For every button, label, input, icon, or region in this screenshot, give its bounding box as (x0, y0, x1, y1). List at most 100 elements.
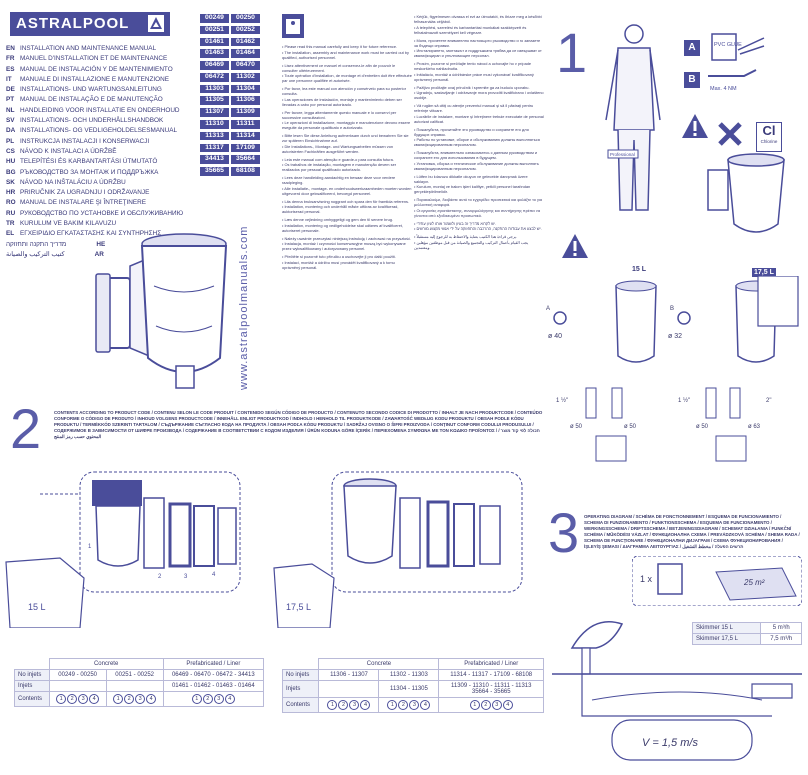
product-code: 00252 (231, 25, 260, 35)
safety-paragraph: • Kérjük, figyelmesen olvassa el ezt az … (414, 14, 542, 24)
glue-label: PVC GLUE (714, 42, 742, 48)
col-prefab: Prefabricated / Liner (438, 658, 544, 670)
part-number-circle: 4 (89, 694, 100, 704)
row-contents: Contents (281, 697, 320, 713)
safety-paragraph: • يرجى قراءة هذا الكتيب بعناية والاحتفاظ… (414, 234, 518, 239)
safety-paragraph: • Toute opération d'installation, de mon… (282, 73, 412, 83)
safety-paragraph: • يجب القيام بأعمال التركيب والتجميع وال… (414, 239, 529, 250)
safety-paragraph: • Моля, прочетете внимателно настоящото … (414, 37, 541, 48)
no-chlorine-cross-icon (718, 122, 742, 146)
part-number-circle: 2 (67, 694, 78, 704)
technician-illustration: Professional (605, 24, 661, 211)
col-concrete: Concrete (318, 658, 440, 670)
part-number-circle: 2 (338, 700, 349, 710)
row-contents: Contents (14, 691, 50, 707)
row-injets: Injets (14, 680, 50, 692)
safety-paragraph: • The installation, assembly and mainten… (282, 49, 409, 60)
d63-label: ø 63 (748, 424, 761, 430)
safety-paragraph: • Παρακαλούμε, διαβάστε αυτό το εγχειρίδ… (414, 197, 543, 207)
product-code: 11307 (200, 108, 229, 117)
d50b-label: ø 50 (624, 424, 637, 430)
safety-paragraph: • A telepítési, szerelési és karbantartá… (414, 24, 527, 35)
language-code: ES (6, 65, 15, 73)
safety-paragraph: • Пожалуйста, прочитайте это руководство… (414, 126, 529, 137)
language-title: INSTRUKCJA INSTALACJI I KONSERWACJI (20, 137, 150, 145)
safety-paragraph: • Os trabalhos de instalação, montagem e… (282, 162, 397, 172)
size-15l-label: 15 L (632, 266, 647, 273)
safety-paragraph: • Le operazioni di installazione, montag… (282, 120, 411, 130)
safety-paragraph: • Inštaláciu, montáž a údržbárske práce … (414, 71, 534, 82)
part-number-circle: 3 (349, 700, 360, 710)
safety-paragraph: • Por favor, lea este manual con atenció… (282, 86, 406, 96)
max-torque-label: Max. 4 NM (710, 86, 737, 92)
language-code: DA (6, 127, 16, 135)
badge-a: A (684, 40, 700, 56)
row-no-injets: No injets (14, 669, 50, 681)
language-code: RU (6, 209, 16, 217)
warning-icon-2 (562, 234, 588, 258)
product-code: 01463 (200, 49, 229, 58)
part-number-circle: 3 (491, 700, 502, 710)
part-number-circle: 1 (191, 694, 202, 704)
language-code: EL (6, 230, 15, 238)
thread-175a-label: 1 ½" (678, 397, 690, 404)
safety-paragraph: • Lisez attentivement ce manuel et conse… (282, 62, 396, 73)
safety-paragraph: • Please read this manual carefully and … (282, 44, 398, 49)
safety-paragraph: • Installation, montering og vedligehold… (282, 222, 403, 233)
language-row: EL ΕΓΧΕΙΡΙΔΙΟ ΕΓΚΑΤΑΣΤΑΣΗΣ ΚΑΙ ΣΥΝΤΗΡΗΣΗΣ (6, 229, 196, 239)
language-title: מדריך התקנה ותחזוקה (6, 240, 67, 248)
section-3-number: 3 (548, 501, 580, 564)
safety-paragraph: • Vă rugăm să citiţi cu atenţie prezentu… (414, 103, 534, 113)
language-code: PT (6, 96, 15, 104)
language-code: DE (6, 86, 15, 94)
part-number-circle: 4 (224, 694, 235, 704)
safety-paragraph: • Instalaci, montáž a údržbu musí provád… (282, 259, 395, 270)
d40-label: ø 40 (548, 333, 562, 340)
safety-paragraph: • Работы по установке, сборке и обслужив… (414, 137, 540, 147)
section-1-number: 1 (556, 21, 588, 84)
language-code: SV (6, 117, 15, 125)
language-row: DE INSTALLATIONS- UND WARTUNGSANLEITUNG (6, 85, 196, 95)
d50c-label: ø 50 (696, 424, 709, 430)
safety-paragraph: • Installation, montering och underhåll … (282, 204, 399, 214)
safety-paragraph: • Alle installatie-, montage- en onderho… (282, 185, 412, 196)
safety-paragraph: • Ugradnju, sastavljanje i održavanje mo… (414, 90, 544, 100)
part-number-circle: 1 (327, 700, 338, 710)
d50a-label: ø 50 (570, 424, 583, 430)
product-code: 11314 (231, 131, 260, 141)
badge-b: B (684, 72, 700, 88)
safety-paragraph: • Per favore, legga attentamente questo … (282, 109, 397, 120)
chlorine-text: Chlorine (760, 139, 778, 144)
language-title: РУКОВОДСТВО ПО УСТАНОВКЕ И ОБСЛУЖИВАНИЮ (20, 209, 184, 217)
language-title: HANDLEIDING VOOR INSTALLATIE EN ONDERHOU… (20, 106, 180, 114)
language-title: MANUAL DE INSTALARE ŞI ÎNTREŢINERE (20, 199, 147, 207)
language-title: INSTALLATIONS- UND WARTUNGSANLEITUNG (20, 86, 162, 94)
product-code: 11304 (231, 84, 260, 94)
safety-paragraph: • Lütfen bu kılavuzu dikkatle okuyun ve … (414, 173, 528, 184)
product-code: 34413 (200, 155, 229, 164)
language-title: KURULUM VE BAKIM KILAVUZU (20, 220, 117, 228)
language-title: ΕΓΧΕΙΡΙΔΙΟ ΕΓΚΑΤΑΣΤΑΣΗΣ ΚΑΙ ΣΥΝΤΗΡΗΣΗΣ (20, 230, 162, 238)
area-label: 25 m² (744, 578, 765, 587)
cell: 11302 - 11303 (378, 669, 440, 681)
safety-text-column-1: • Please read this manual carefully and … (282, 44, 412, 273)
safety-paragraph: • Пожалуйста, внимательно ознакомьтесь с… (414, 150, 538, 160)
part-4-label: 4 (212, 572, 216, 578)
d32-label: ø 32 (668, 333, 682, 340)
language-title: MANUAL DE INSTALAÇÃO E DE MANUTENÇÃO (20, 96, 163, 104)
product-code: 11313 (200, 131, 229, 141)
